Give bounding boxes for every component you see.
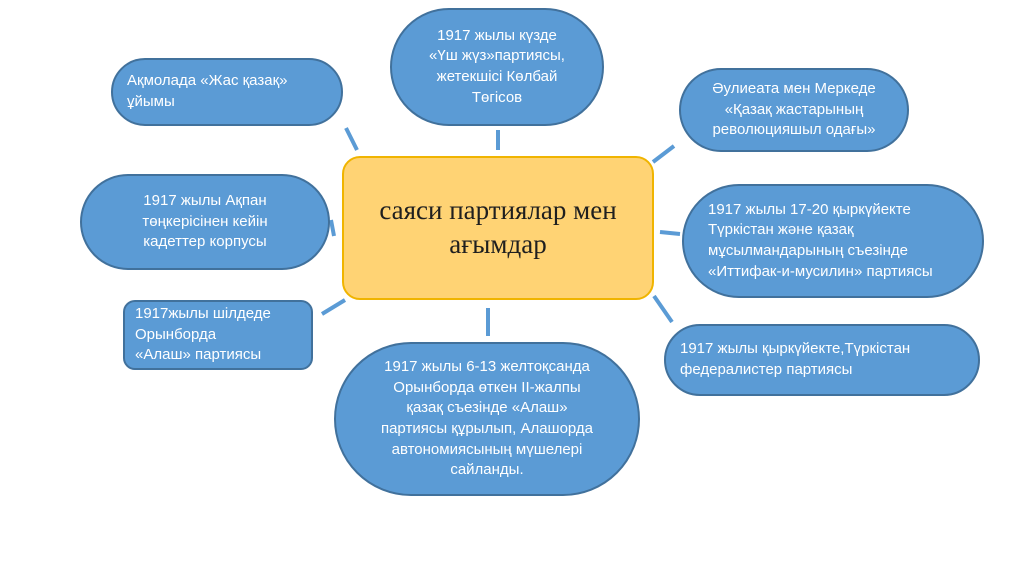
node-ush-zhuz-party: 1917 жылы күзде «Үш жүз»партиясы, жетекш…	[390, 8, 604, 126]
connector-kadets	[329, 219, 336, 237]
node-turkestan-federalists: 1917 жылы қыркүйекте,Түркістан федералис…	[664, 324, 980, 396]
central-topic: саяси партиялар мен ағымдар	[342, 156, 654, 300]
node-alash-party: 1917жылы шілдеде Орынборда «Алаш» партия…	[123, 300, 313, 370]
connector-akmola	[344, 127, 359, 151]
connector-ittifak	[659, 230, 681, 236]
connector-federalists	[652, 294, 674, 324]
node-kadets-corps: 1917 жылы Ақпан төңкерісінен кейін кадет…	[80, 174, 330, 270]
node-revolutionary-youth-union: Әулиеата мен Меркеде «Қазақ жастарының р…	[679, 68, 909, 152]
node-ittifak-party: 1917 жылы 17-20 қыркүйекте Түркістан жән…	[682, 184, 984, 298]
node-alash-orda-congress: 1917 жылы 6-13 желтоқсанда Орынборда өтк…	[334, 342, 640, 496]
connector-alash	[320, 298, 347, 316]
connector-aulieata	[651, 144, 676, 164]
node-zhas-kazak-organization: Ақмолада «Жас қазақ» ұйымы	[111, 58, 343, 126]
